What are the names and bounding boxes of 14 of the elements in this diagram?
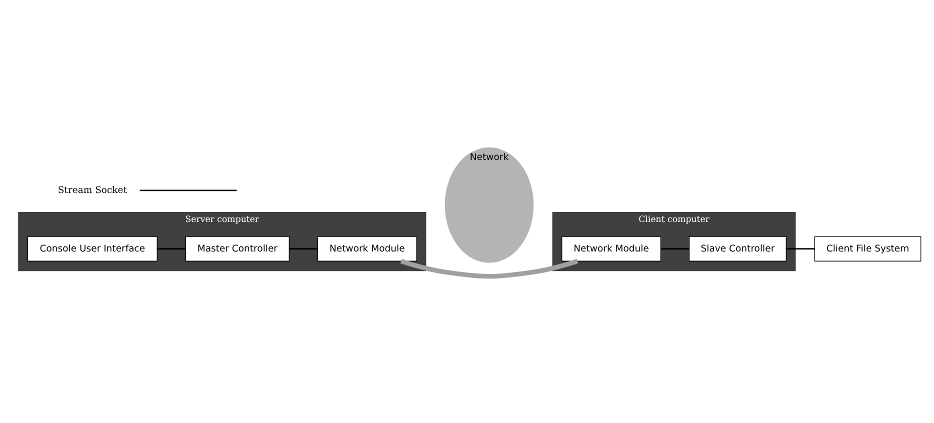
node-box: Master Controller bbox=[185, 236, 290, 261]
connector bbox=[289, 248, 318, 250]
connector bbox=[157, 248, 186, 250]
connector bbox=[786, 248, 815, 250]
node-box: Network Module bbox=[562, 236, 662, 261]
node-box: Client File System bbox=[814, 236, 922, 261]
node-box: Console User Interface bbox=[27, 236, 158, 261]
node-ellipse: Network bbox=[444, 146, 534, 262]
connector bbox=[660, 248, 690, 250]
connector bbox=[140, 189, 237, 191]
connector bbox=[400, 258, 578, 278]
node-box: Slave Controller bbox=[688, 236, 786, 261]
node-text: Stream Socket bbox=[58, 184, 128, 196]
node-box: Network Module bbox=[317, 236, 417, 261]
